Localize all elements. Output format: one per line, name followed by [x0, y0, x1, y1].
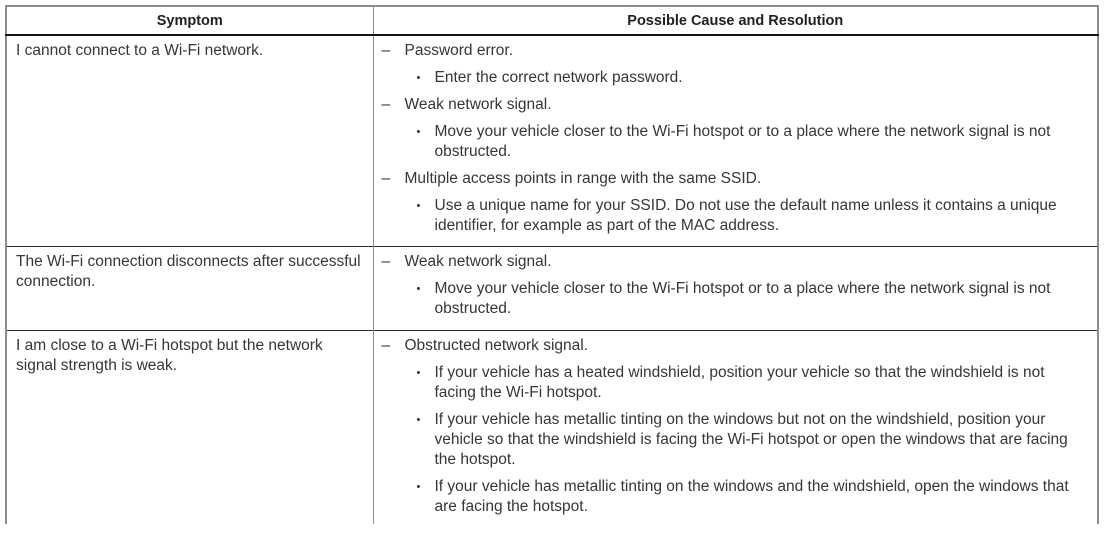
bullet-icon: •: [416, 72, 421, 84]
bullet-icon: •: [416, 283, 421, 295]
column-header-symptom: Symptom: [6, 6, 373, 36]
bullet-icon: •: [416, 126, 421, 138]
bullet-icon: •: [416, 481, 421, 493]
symptom-text: The Wi-Fi connection disconnects after s…: [16, 253, 361, 290]
symptom-text: I am close to a Wi-Fi hotspot but the ne…: [16, 337, 323, 374]
dash-icon: –: [381, 170, 391, 187]
cause-text: Weak network signal.: [404, 253, 552, 270]
resolution-item: • If your vehicle has metallic tinting on…: [417, 477, 1090, 517]
resolution-text: Move your vehicle closer to the Wi-Fi ho…: [434, 280, 1051, 317]
cause-text: Obstructed network signal.: [404, 337, 589, 354]
table-row: The Wi-Fi connection disconnects after s…: [6, 246, 1098, 331]
cause-cell: –Password error.•Enter the correct netwo…: [372, 35, 1098, 247]
column-header-cause-resolution: Possible Cause and Resolution: [372, 6, 1098, 36]
table-header-row: Symptom Possible Cause and Resolution: [6, 6, 1098, 36]
resolution-item: • Move your vehicle closer to the Wi-Fi h…: [417, 122, 1090, 162]
table-row: I am close to a Wi-Fi hotspot but the ne…: [6, 330, 1098, 524]
cause-text: Weak network signal.: [404, 96, 552, 113]
resolution-text: Move your vehicle closer to the Wi-Fi ho…: [434, 123, 1051, 160]
resolution-item: • Move your vehicle closer to the Wi-Fi h…: [417, 279, 1090, 319]
table-body: I cannot connect to a Wi-Fi network. –Pa…: [6, 35, 1098, 524]
wifi-troubleshooting-table: Symptom Possible Cause and Resolution I …: [5, 5, 1099, 524]
dash-icon: –: [381, 337, 391, 354]
table-row: I cannot connect to a Wi-Fi network. –Pa…: [6, 35, 1098, 247]
resolution-text: If your vehicle has metallic tinting on …: [434, 411, 1068, 468]
dash-icon: –: [381, 253, 391, 270]
cause-cell: –Obstructed network signal. • If your vehi…: [372, 330, 1098, 524]
cause-text: Multiple access points in range with the…: [404, 170, 762, 187]
resolution-text: If your vehicle has a heated windshield,…: [434, 364, 1045, 401]
resolution-item: • Use a unique name for your SSID. Do not…: [417, 196, 1090, 236]
resolution-item: • If your vehicle has a heated windshield…: [417, 363, 1090, 403]
resolution-item: • If your vehicle has metallic tinting on…: [417, 410, 1090, 470]
resolution-text: If your vehicle has metallic tinting on …: [434, 478, 1069, 515]
symptom-cell: I am close to a Wi-Fi hotspot but the ne…: [6, 330, 373, 524]
symptom-cell: The Wi-Fi connection disconnects after s…: [6, 246, 373, 331]
cause-item: –Weak network signal.: [382, 252, 1090, 272]
cause-item: –Password error.: [382, 41, 1090, 61]
cause-item: –Obstructed network signal.: [382, 336, 1090, 356]
symptom-text: I cannot connect to a Wi-Fi network.: [16, 42, 264, 59]
cause-text: Password error.: [404, 42, 514, 59]
bullet-icon: •: [416, 367, 421, 379]
bullet-icon: •: [416, 414, 421, 426]
troubleshooting-table: Symptom Possible Cause and Resolution I …: [5, 5, 1099, 524]
symptom-cell: I cannot connect to a Wi-Fi network.: [6, 35, 373, 247]
cause-item: –Multiple access points in range with th…: [382, 169, 1090, 189]
bullet-icon: •: [416, 200, 421, 212]
resolution-text: Use a unique name for your SSID. Do not …: [434, 197, 1057, 234]
cause-item: –Weak network signal.: [382, 95, 1090, 115]
resolution-text: Enter the correct network password.: [434, 69, 683, 86]
cause-cell: –Weak network signal. • Move your vehicle …: [372, 246, 1098, 331]
dash-icon: –: [381, 42, 391, 59]
resolution-item: • Enter the correct network password.: [417, 68, 1090, 88]
dash-icon: –: [381, 96, 391, 113]
